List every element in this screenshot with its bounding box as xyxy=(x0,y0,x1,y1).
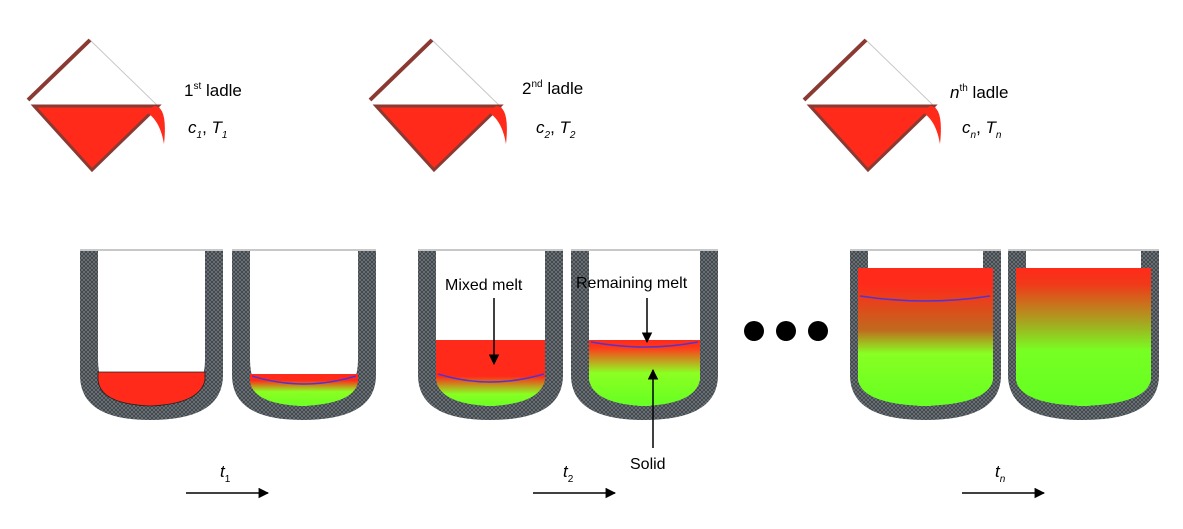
crucible-na xyxy=(850,249,1001,420)
ladle-2-params: c2, T2 xyxy=(536,118,576,141)
crucible-1b-interface xyxy=(251,375,357,385)
time-label-1: t1 xyxy=(220,462,231,485)
ellipsis-dot xyxy=(744,321,764,341)
crucible-na-interface xyxy=(859,295,991,302)
crucible-2b-interface xyxy=(590,341,699,348)
ellipsis-dot xyxy=(776,321,796,341)
remaining-melt-label: Remaining melt xyxy=(576,275,688,292)
ladle-1-rim xyxy=(26,38,92,102)
crucible-1a xyxy=(80,249,223,420)
ladle-1-title: 1st ladle xyxy=(184,81,242,100)
crucible-2a-interface xyxy=(437,373,545,383)
ladle-2 xyxy=(368,38,507,173)
time-label-n: tn xyxy=(995,462,1006,485)
ladle-n-params: cn, Tn xyxy=(962,118,1002,141)
crucible-2b-fill xyxy=(589,340,700,406)
ladle-n-title: nth ladle xyxy=(950,83,1008,102)
crucible-1a-melt xyxy=(97,371,206,407)
crucible-2a xyxy=(418,249,563,420)
ladle-n-melt xyxy=(806,104,938,173)
ladle-n xyxy=(802,38,941,173)
mixed-melt-label: Mixed melt xyxy=(445,277,523,294)
ladle-1-empty-upper xyxy=(27,39,161,109)
ellipsis-dot xyxy=(808,321,828,341)
ladle-1-params: c1, T1 xyxy=(188,118,227,141)
crucible-1b xyxy=(232,249,376,420)
ladle-2-title: 2nd ladle xyxy=(522,79,583,98)
crucible-2a-fill xyxy=(436,340,545,406)
ladle-2-melt xyxy=(372,104,504,173)
solid-label: Solid xyxy=(630,456,666,473)
ladle-1-melt xyxy=(30,104,162,173)
ladle-1 xyxy=(26,38,165,173)
crucible-2b xyxy=(571,249,718,420)
crucible-nb-fill xyxy=(1016,268,1151,406)
crucible-na-fill xyxy=(858,268,993,406)
time-label-2: t2 xyxy=(563,462,574,485)
ladle-1-pour-stream xyxy=(146,106,165,144)
crucible-nb xyxy=(1008,249,1159,420)
